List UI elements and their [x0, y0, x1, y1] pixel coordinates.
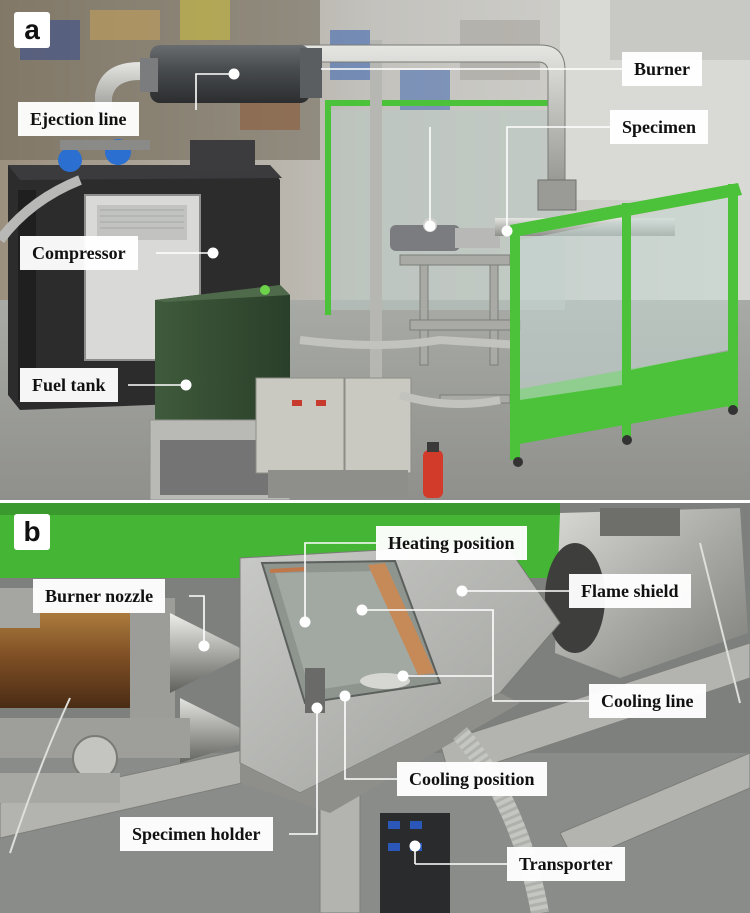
label-fuel-tank: Fuel tank [20, 368, 118, 402]
label-heating-position: Heating position [376, 526, 527, 560]
label-compressor: Compressor [20, 236, 138, 270]
panel-b-letter: b [14, 514, 50, 550]
label-cooling-line: Cooling line [589, 684, 706, 718]
label-burner-nozzle: Burner nozzle [33, 579, 166, 613]
label-ejection-line: Ejection line [18, 102, 139, 136]
label-specimen: Specimen [610, 110, 708, 144]
label-burner: Burner [622, 52, 702, 86]
label-transporter: Transporter [507, 847, 625, 881]
label-cooling-position: Cooling position [397, 762, 547, 796]
label-flame-shield: Flame shield [569, 574, 691, 608]
panel-a-letter: a [14, 12, 50, 48]
label-specimen-holder: Specimen holder [120, 817, 273, 851]
